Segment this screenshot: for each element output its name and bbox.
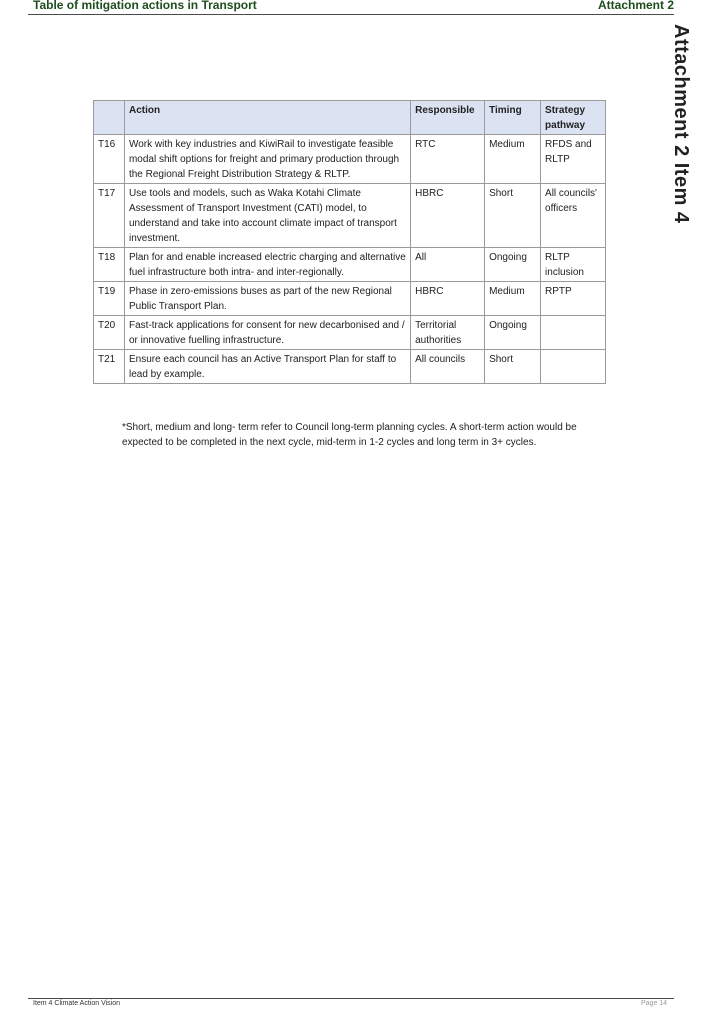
header-timing: Timing	[484, 100, 542, 135]
row-responsible: HBRC	[410, 281, 486, 316]
header-divider	[28, 14, 674, 15]
attachment-label: Attachment 2	[598, 0, 675, 12]
row-pathway	[540, 349, 606, 384]
header-action: Action	[123, 100, 412, 135]
footer-item-label: Item 4 Climate Action Vision	[33, 1000, 121, 1007]
row-responsible: All councils	[410, 349, 486, 384]
side-attachment-label: Attachment 2 Item 4	[670, 24, 692, 224]
document-header-title: Table of mitigation actions in Transport	[33, 0, 257, 12]
row-responsible: RTC	[410, 134, 486, 184]
row-timing: Medium	[484, 134, 542, 184]
table-row: T20 Fast-track applications for consent …	[93, 315, 606, 350]
row-id: T18	[93, 247, 125, 282]
row-timing: Short	[484, 349, 542, 384]
row-action: Work with key industries and KiwiRail to…	[123, 134, 412, 184]
row-timing: Ongoing	[484, 315, 542, 350]
row-id: T16	[93, 134, 125, 184]
table-header-row: Action Responsible Timing Strategy pathw…	[93, 100, 606, 135]
row-action: Fast-track applications for consent for …	[123, 315, 412, 350]
row-timing: Ongoing	[484, 247, 542, 282]
row-pathway	[540, 315, 606, 350]
mitigation-actions-table: Action Responsible Timing Strategy pathw…	[93, 100, 606, 384]
timing-footnote: *Short, medium and long- term refer to C…	[122, 422, 577, 448]
row-timing: Medium	[484, 281, 542, 316]
table-row: T21 Ensure each council has an Active Tr…	[93, 349, 606, 384]
row-responsible: HBRC	[410, 183, 486, 248]
row-pathway: All councils' officers	[540, 183, 606, 248]
row-id: T17	[93, 183, 125, 248]
row-responsible: Territorial authorities	[410, 315, 486, 350]
row-pathway: RPTP	[540, 281, 606, 316]
footer-divider	[28, 998, 674, 999]
row-pathway: RFDS and RLTP	[540, 134, 606, 184]
table-row: T19 Phase in zero-emissions buses as par…	[93, 281, 606, 316]
row-id: T21	[93, 349, 125, 384]
table-row: T18 Plan for and enable increased electr…	[93, 247, 606, 282]
row-responsible: All	[410, 247, 486, 282]
page-number: Page 14	[641, 1000, 668, 1007]
row-id: T20	[93, 315, 125, 350]
row-action: Ensure each council has an Active Transp…	[123, 349, 412, 384]
table-row: T16 Work with key industries and KiwiRai…	[93, 134, 606, 184]
header-responsible: Responsible	[410, 100, 486, 135]
header-id	[93, 100, 125, 135]
row-pathway: RLTP inclusion	[540, 247, 606, 282]
row-action: Phase in zero-emissions buses as part of…	[123, 281, 412, 316]
row-timing: Short	[484, 183, 542, 248]
table-row: T17 Use tools and models, such as Waka K…	[93, 183, 606, 248]
row-action: Plan for and enable increased electric c…	[123, 247, 412, 282]
header-strategy-pathway: Strategy pathway	[540, 100, 606, 135]
row-id: T19	[93, 281, 125, 316]
row-action: Use tools and models, such as Waka Kotah…	[123, 183, 412, 248]
